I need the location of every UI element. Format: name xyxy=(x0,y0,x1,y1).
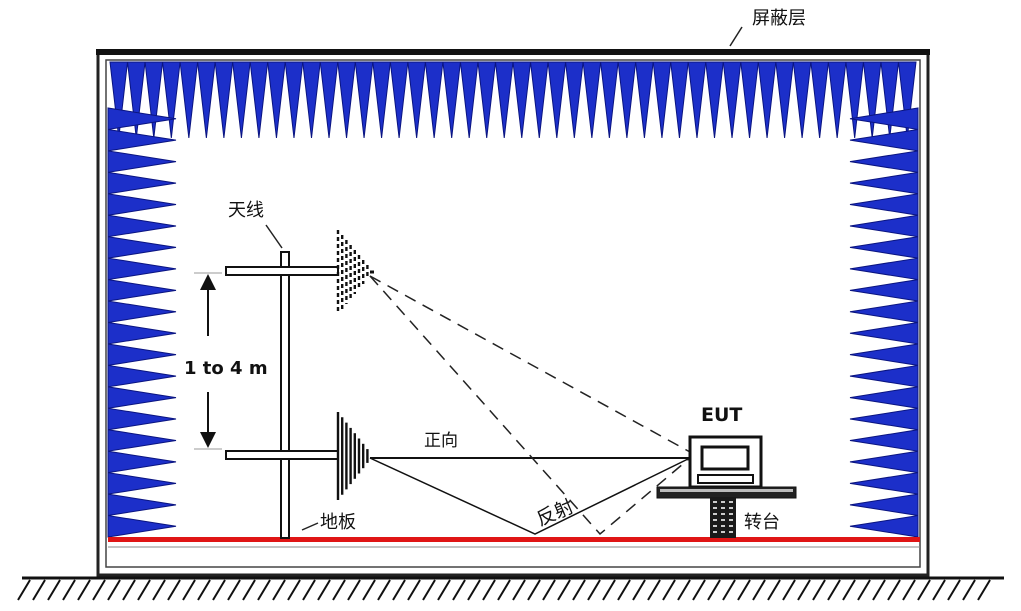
antenna-lower-position xyxy=(336,412,369,500)
turntable xyxy=(656,486,797,538)
ground xyxy=(17,576,1004,601)
eut-equipment xyxy=(688,435,763,489)
eut-label: EUT xyxy=(701,404,742,426)
height-dimension xyxy=(194,272,222,450)
antenna-upper-position xyxy=(336,230,374,314)
ground-hatch xyxy=(17,579,991,601)
leader-lines xyxy=(265,26,743,531)
ground-plane xyxy=(108,537,920,548)
antenna-mast xyxy=(225,251,339,539)
shield-layer-label: 屏蔽层 xyxy=(752,8,806,29)
shield-enclosure xyxy=(96,49,930,577)
signal-paths xyxy=(369,275,691,536)
direct-path-label: 正向 xyxy=(424,431,458,451)
turntable-label: 转台 xyxy=(744,512,780,533)
reflected-path-line xyxy=(369,457,691,535)
upper-reflected-dashed-path xyxy=(369,275,691,536)
absorber-cones xyxy=(107,61,919,538)
floor-label: 地板 xyxy=(320,512,356,533)
height-range-label: 1 to 4 m xyxy=(184,358,268,379)
upper-direct-dashed-path xyxy=(369,275,691,453)
turntable-column-pattern xyxy=(713,501,733,533)
antenna-label: 天线 xyxy=(228,200,264,221)
